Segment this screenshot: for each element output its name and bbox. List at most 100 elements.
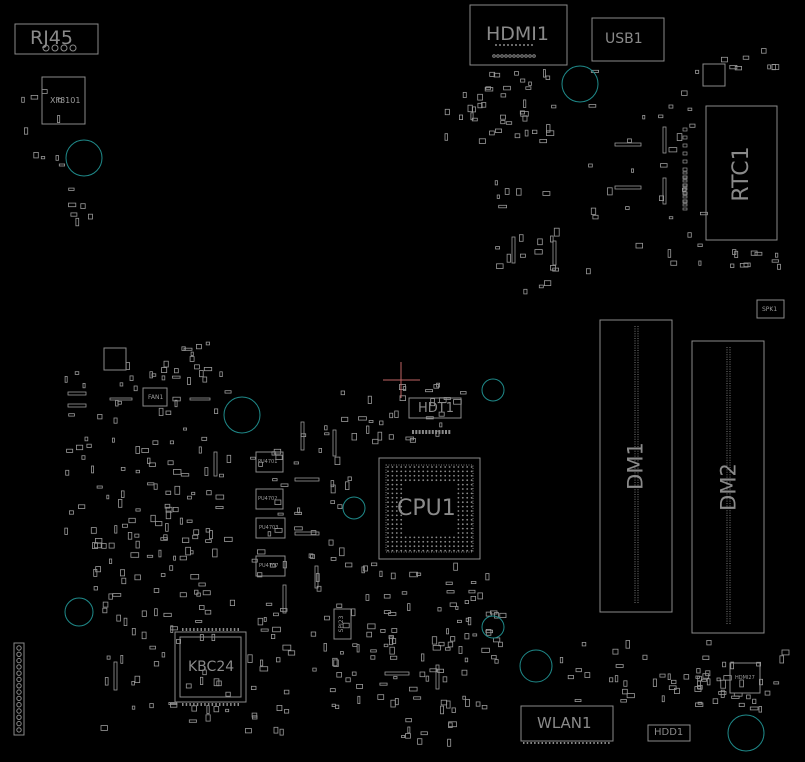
header-pin: [445, 430, 447, 434]
header-pin: [438, 430, 441, 434]
passive-component: [141, 447, 149, 453]
passive-component: [652, 678, 657, 687]
cpu-ball: [387, 536, 389, 539]
cpu-ball: [435, 545, 438, 548]
cpu-outline: [378, 457, 481, 560]
cpu-ball: [391, 527, 394, 530]
cpu-ball: [387, 479, 389, 482]
chip-top-right: [702, 63, 726, 87]
cpu-ball: [400, 532, 403, 534]
passive-component: [446, 590, 455, 594]
passive-component: [68, 187, 75, 191]
spi-label: SPI23: [338, 615, 345, 633]
ic-pin: [207, 703, 210, 706]
passive-component: [438, 641, 445, 647]
passive-component: [198, 605, 205, 610]
passive-component: [716, 677, 721, 682]
passive-component: [437, 607, 442, 612]
cpu-ball: [391, 514, 394, 517]
passive-component: [120, 655, 124, 664]
cpu-ball: [457, 474, 460, 477]
passive-component: [464, 600, 470, 604]
passive-component: [491, 655, 497, 660]
passive-component: [172, 396, 181, 402]
passive-component: [367, 395, 372, 404]
cpu-ball: [413, 479, 416, 482]
passive-component: [283, 709, 290, 714]
passive-component: [102, 607, 108, 614]
cpu-ball: [466, 540, 469, 543]
passive-component: [590, 69, 599, 73]
ic-pin: [237, 628, 239, 631]
connector-pin: [682, 167, 688, 172]
connector-pin: [69, 44, 77, 52]
ic-pin: [182, 628, 184, 631]
cpu-ball: [431, 470, 433, 473]
cpu-ball: [400, 545, 403, 548]
ic-pin: [196, 628, 199, 631]
passive-component: [181, 346, 186, 351]
passive-component: [274, 499, 282, 505]
cpu-ball: [466, 523, 469, 526]
ic-pin: [222, 703, 225, 706]
cpu-ball: [439, 466, 442, 468]
cpu-ball: [395, 501, 398, 504]
cpu-ball: [457, 540, 460, 543]
passive-component: [179, 517, 184, 525]
connector-pin: [682, 203, 688, 207]
passive-component: [764, 690, 771, 696]
cpu-ball: [391, 474, 394, 477]
passive-component: [316, 585, 322, 592]
passive-component: [489, 71, 496, 77]
cpu-ball: [422, 545, 425, 548]
passive-component: [88, 213, 93, 220]
passive-component: [440, 699, 448, 706]
strip-component: [511, 236, 516, 264]
cpu-ball: [470, 540, 473, 543]
passive-component: [546, 130, 555, 136]
passive-component: [188, 719, 197, 723]
passive-component: [332, 657, 338, 667]
passive-component: [23, 127, 29, 135]
passive-component: [465, 617, 470, 622]
passive-component: [201, 436, 208, 441]
passive-component: [173, 555, 177, 561]
passive-component: [559, 657, 564, 664]
passive-component: [697, 243, 703, 247]
passive-component: [169, 703, 178, 708]
cpu-ball: [404, 549, 407, 552]
passive-component: [94, 542, 102, 549]
cpu-ball: [395, 527, 398, 530]
cpu-ball: [466, 518, 469, 521]
cpu-ball: [404, 466, 407, 468]
passive-component: [520, 253, 526, 258]
header-pin: [415, 430, 418, 434]
passive-component: [199, 370, 204, 378]
xf-label: XF3101: [50, 96, 81, 105]
passive-component: [781, 649, 790, 656]
cpu-ball: [400, 523, 403, 526]
passive-component: [345, 677, 351, 683]
cpu-ball: [391, 496, 394, 499]
cpu-ball: [439, 540, 442, 543]
cpu-ball: [400, 536, 403, 539]
passive-component: [352, 643, 358, 647]
passive-component: [393, 676, 398, 680]
passive-component: [135, 540, 140, 549]
passive-component: [351, 432, 357, 441]
connector-pin: [16, 657, 22, 664]
passive-component: [356, 684, 363, 689]
connector-pin: [528, 54, 532, 58]
passive-component: [440, 705, 444, 715]
passive-component: [464, 699, 470, 707]
cpu-ball: [461, 510, 464, 512]
cpu-ball: [461, 492, 464, 495]
cpu-ball: [431, 479, 433, 482]
passive-component: [247, 654, 253, 663]
passive-component: [106, 494, 110, 500]
cpu-ball: [391, 510, 394, 512]
passive-component: [389, 646, 395, 655]
cpu-ball: [431, 474, 433, 477]
cpu-ball: [400, 488, 403, 490]
cpu-ball: [417, 540, 420, 543]
